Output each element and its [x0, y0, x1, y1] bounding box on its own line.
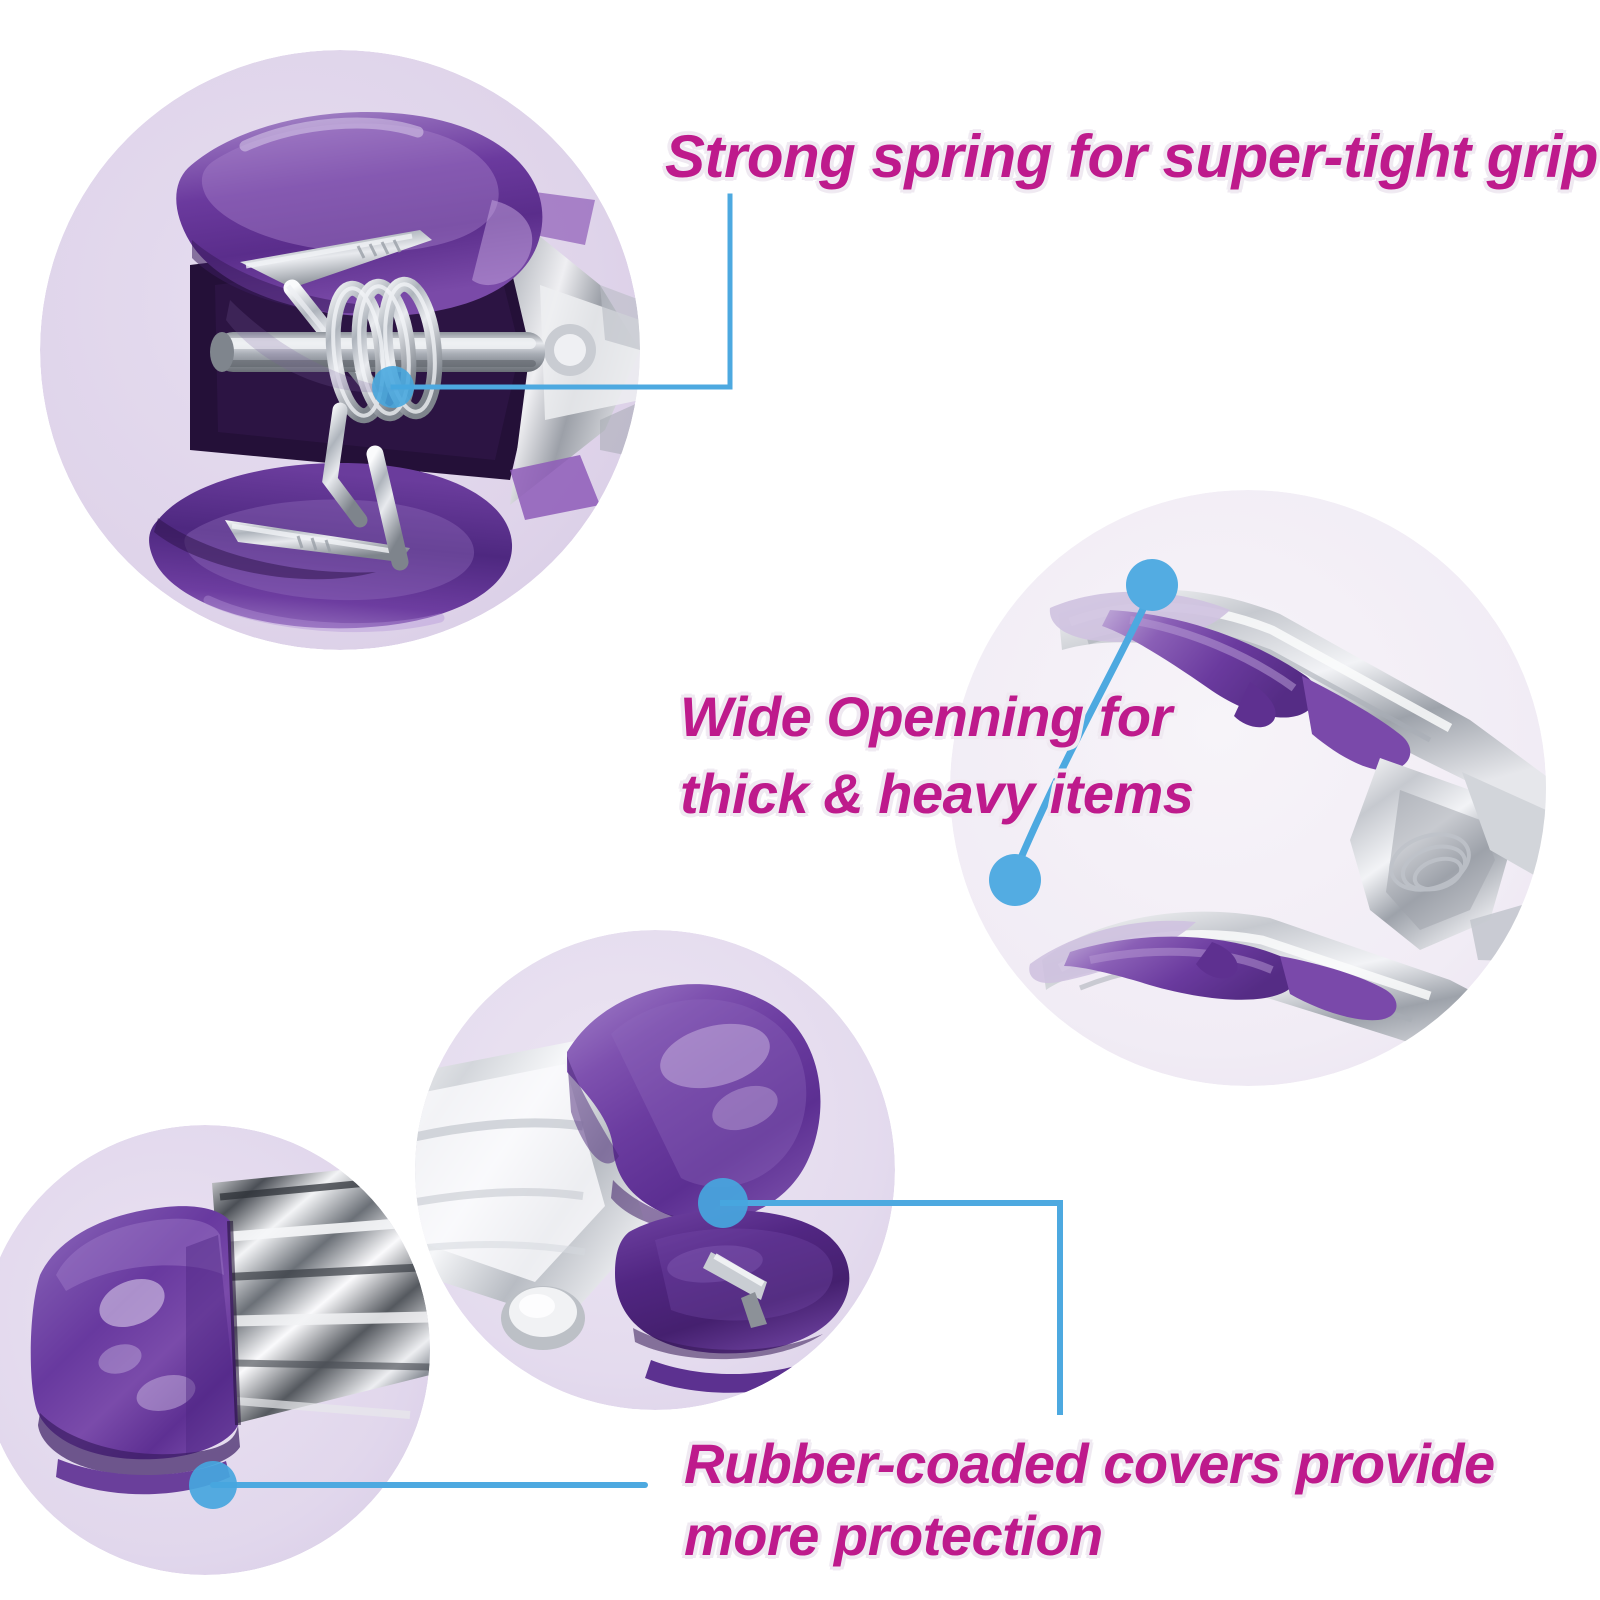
- callout-text-wide-opening: Wide Openning for thick & heavy items: [680, 678, 1194, 833]
- rubber-cover-handle-illustration: [0, 1125, 430, 1575]
- callout-rubber-line-1: Rubber-coaded covers provide: [684, 1432, 1495, 1495]
- photo-rubber-cover-head-art: [415, 930, 895, 1410]
- callout-wide-line-2: thick & heavy items: [680, 762, 1194, 826]
- rubber-cover-head-illustration: [415, 930, 895, 1410]
- callout-wide-line-1: Wide Openning for: [680, 685, 1172, 748]
- callout-text-rubber-covers: Rubber-coaded covers provide more protect…: [684, 1428, 1495, 1571]
- callout-rubber-line-2: more protection: [684, 1503, 1103, 1567]
- photo-rubber-cover-handle: [0, 1125, 430, 1575]
- photo-rubber-cover-handle-art: [0, 1125, 430, 1575]
- photo-spring-closeup: [40, 50, 640, 650]
- spring-closeup-illustration: [40, 50, 640, 650]
- callout-text-spring: Strong spring for super-tight grip: [665, 123, 1598, 190]
- photo-spring-art: [40, 50, 640, 650]
- photo-rubber-cover-head: [415, 930, 895, 1410]
